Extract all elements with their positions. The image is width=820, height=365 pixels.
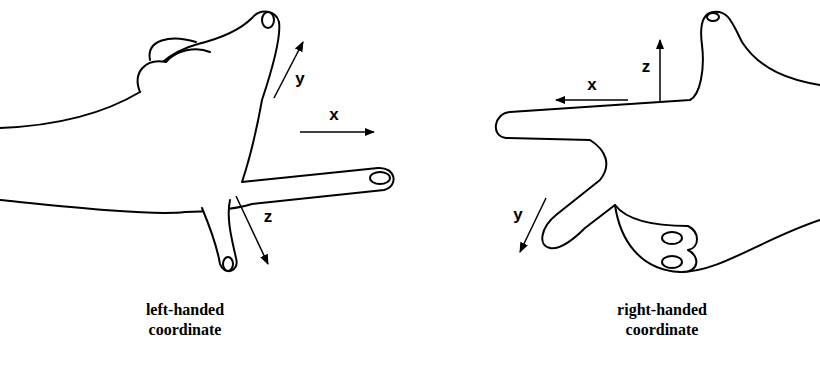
axis-label: x — [587, 76, 596, 93]
y-axis-arrow — [520, 198, 546, 252]
x-axis-arrow — [300, 131, 374, 133]
fingernail — [223, 257, 233, 271]
axis-label: z — [264, 208, 273, 225]
left-hand — [0, 12, 394, 213]
fingernail — [662, 256, 682, 268]
axis-label: y — [295, 70, 304, 87]
axis-label: x — [329, 106, 338, 123]
x-axis-arrow — [556, 99, 628, 101]
left-curled-finger — [150, 39, 196, 60]
fingernail — [262, 12, 274, 28]
axis-label: y — [513, 206, 522, 223]
z-axis-arrow — [236, 196, 268, 264]
axis-label: z — [642, 58, 651, 75]
left-curled-finger — [138, 49, 210, 92]
fingernail — [707, 13, 719, 21]
caption: left-handed coordinate — [130, 300, 240, 340]
fingernail — [370, 172, 390, 184]
right-curled-finger — [615, 205, 697, 272]
right-hand — [496, 12, 820, 272]
left-thumb — [202, 200, 237, 271]
fingernail — [662, 232, 682, 244]
caption: right-handed coordinate — [607, 300, 717, 340]
z-axis-arrow — [659, 40, 661, 102]
